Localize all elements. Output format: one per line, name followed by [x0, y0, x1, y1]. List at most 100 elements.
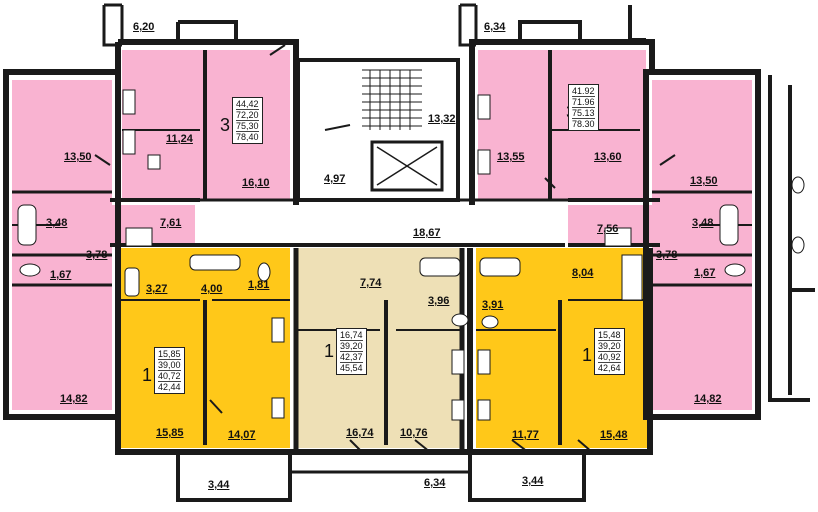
toilet-icon — [481, 315, 499, 329]
stairwell — [296, 58, 460, 202]
toilet-icon — [791, 236, 805, 254]
room-area-label: 3,78 — [86, 249, 108, 261]
room-area-label: 18,67 — [413, 227, 441, 239]
bathtub-icons — [17, 204, 739, 297]
cabinet-icon — [604, 227, 632, 247]
area-total: 39,00 — [158, 360, 181, 371]
door-swings — [94, 44, 676, 453]
area-with-balcony: 75,30 — [236, 121, 259, 132]
kitchen-fixtures — [122, 89, 643, 421]
room-area-label: 3,27 — [146, 283, 168, 295]
bathtub-icon — [419, 257, 461, 277]
room-area-label: 3,44 — [208, 479, 230, 491]
room-area-label: 15,48 — [600, 429, 628, 441]
room-area-label: 11,24 — [166, 133, 193, 145]
cabinet-icon — [621, 254, 643, 301]
unit-area-box-left1: 15,85 39,00 40,72 42,44 — [154, 347, 185, 394]
room-area-label: 16,10 — [242, 177, 270, 189]
sink-icon — [122, 129, 136, 155]
room-area-label: 13,32 — [428, 113, 456, 125]
toilet-icon — [451, 313, 469, 327]
room-area-label: 4,97 — [324, 173, 346, 185]
cabinet-icon — [147, 154, 161, 170]
sink-icon — [477, 349, 491, 375]
area-full: 45,54 — [340, 363, 363, 373]
toilet-icon — [791, 176, 805, 194]
room-area-label: 3,44 — [522, 475, 544, 487]
room-area-label: 6,34 — [484, 21, 506, 33]
bathtub-icon — [189, 254, 241, 271]
bathtub-icon — [719, 204, 739, 246]
unit-room-count: 1 — [582, 345, 593, 365]
right-annex — [768, 75, 815, 402]
area-with-balcony: 40,72 — [158, 371, 181, 382]
stove-icon — [271, 397, 285, 419]
toilet-icon — [19, 263, 41, 277]
unit-area-box-right3: 41.92 71.96 75.13 78.30 — [568, 84, 599, 131]
room-area-label: 10,76 — [400, 427, 428, 439]
room-area-label: 11,77 — [512, 429, 539, 441]
area-total: 39,20 — [340, 341, 363, 352]
room-area-label: 15,85 — [156, 427, 184, 439]
unit-room-count: 3 — [220, 115, 231, 135]
bathtub-icon — [17, 204, 37, 246]
room-area-label: 14,82 — [694, 393, 722, 405]
room-area-label: 3,96 — [428, 295, 450, 307]
area-living: 15,48 — [598, 330, 621, 341]
sink-icon — [477, 149, 491, 175]
room-area-label: 13,60 — [594, 151, 622, 163]
room-area-label: 3,78 — [656, 249, 678, 261]
right-top-apartment-fill — [478, 50, 646, 200]
unit-room-count: 1 — [324, 341, 335, 361]
area-full: 78,40 — [236, 132, 259, 142]
stove-icon — [477, 399, 491, 421]
room-area-label: 3,48 — [692, 217, 714, 229]
room-area-label: 3,48 — [46, 217, 68, 229]
room-area-label: 14,82 — [60, 393, 88, 405]
area-total: 72,20 — [236, 110, 259, 121]
room-area-label: 7,56 — [597, 223, 619, 235]
area-with-balcony: 42,37 — [340, 352, 363, 363]
unit-area-box-center1: 16,74 39,20 42,37 45,54 — [336, 328, 367, 375]
room-area-label: 1,67 — [694, 267, 716, 279]
toilet-icons — [19, 176, 805, 329]
area-total: 71.96 — [572, 97, 595, 108]
right-wing-fill — [652, 80, 752, 410]
room-area-label: 13,50 — [64, 151, 92, 163]
stove-icon — [122, 89, 136, 115]
cabinet-icon — [125, 227, 153, 247]
bathtub-icon — [124, 267, 140, 297]
room-area-label: 1,81 — [248, 279, 270, 291]
room-area-label: 4,00 — [201, 283, 223, 295]
area-with-balcony: 75.13 — [572, 108, 595, 119]
area-living: 41.92 — [572, 86, 595, 97]
room-area-label: 6,20 — [133, 21, 155, 33]
area-total: 39,20 — [598, 341, 621, 352]
unit-room-count: 1 — [142, 365, 153, 385]
room-area-label: 14,07 — [228, 429, 256, 441]
room-area-label: 1,67 — [50, 269, 72, 281]
area-full: 78.30 — [572, 119, 595, 129]
bathtub-icon — [479, 257, 521, 277]
room-area-label: 13,55 — [497, 151, 525, 163]
sink-icon — [271, 317, 285, 343]
room-area-label: 7,61 — [160, 217, 182, 229]
area-with-balcony: 40,92 — [598, 352, 621, 363]
unit-area-box-right1: 15,48 39,20 40,92 42,64 — [594, 328, 625, 375]
room-area-label: 13,50 — [690, 175, 718, 187]
stove-icon — [477, 94, 491, 120]
sink-icon — [451, 349, 465, 375]
unit-area-box-left3: 44,42 72,20 75,30 78,40 — [232, 97, 263, 144]
stove-icon — [451, 399, 465, 421]
room-area-label: 3,91 — [482, 299, 504, 311]
toilet-icon — [724, 263, 746, 277]
room-area-label: 6,34 — [424, 477, 446, 489]
room-area-label: 16,74 — [346, 427, 374, 439]
toilet-icon — [257, 262, 271, 282]
area-full: 42,44 — [158, 382, 181, 392]
room-area-label: 7,74 — [360, 277, 382, 289]
center-one-room-fill — [296, 248, 462, 448]
area-living: 16,74 — [340, 330, 363, 341]
